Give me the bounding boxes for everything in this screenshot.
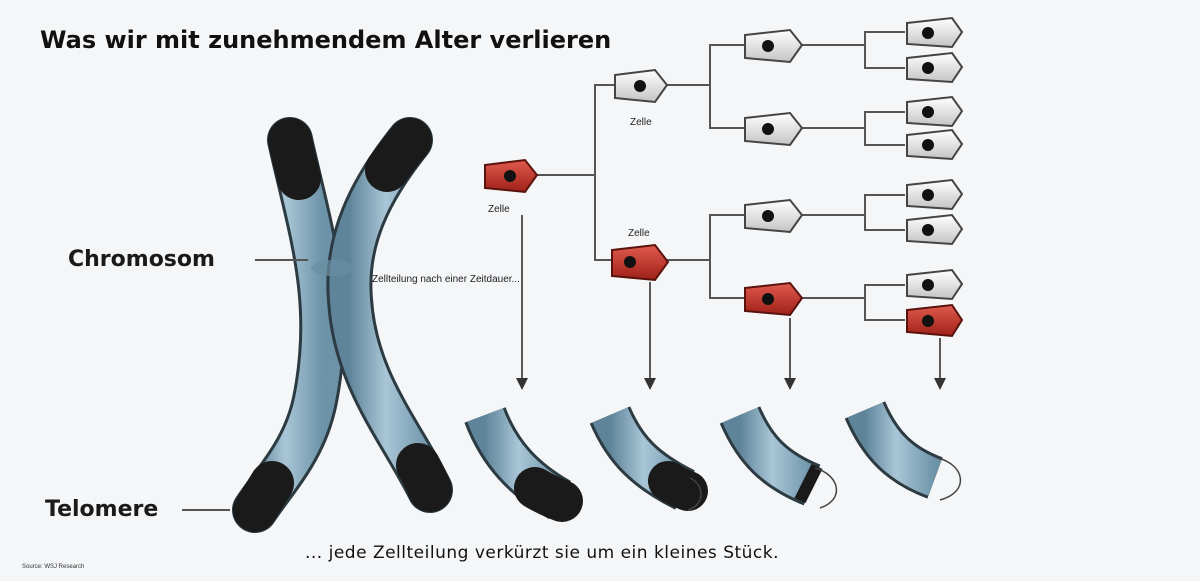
cell-label-lower: Zelle [628, 228, 650, 239]
telomere-label: Telomere [45, 497, 158, 522]
telomere-segment-2 [648, 461, 708, 511]
caption: ... jede Zellteilung verkürzt sie um ein… [305, 543, 779, 563]
chromatid-segment-1 [464, 406, 583, 522]
cell-level3-group [906, 16, 964, 338]
cell-white-level2-b [744, 111, 804, 147]
telomere-top-left [268, 118, 321, 200]
cell-red-root [484, 158, 539, 194]
cell-white-level1 [614, 68, 669, 104]
cell-red-level2 [744, 281, 804, 317]
cell-red-level1 [611, 243, 670, 282]
cell-red-level3 [906, 303, 964, 338]
chromatid-segment-4 [844, 400, 962, 501]
telomere-segment-1 [514, 467, 583, 522]
cell-white-level2-c [744, 198, 804, 234]
cell-division-tree [535, 31, 905, 321]
telomere-segment-3 [794, 463, 823, 504]
chromatid-segment-2 [589, 405, 708, 511]
chromosome [232, 117, 453, 533]
telomere-top-right [365, 118, 432, 192]
cell-label-upper: Zelle [630, 117, 652, 128]
chromosome-label: Chromosom [68, 247, 215, 272]
telomere-bottom-right [396, 443, 452, 512]
division-note: Zellteilung nach einer Zeitdauer... [372, 274, 520, 285]
telomere-bottom-left [233, 461, 294, 532]
chromatid-segment-3 [719, 405, 838, 509]
source-note: Source: WSJ Research [22, 564, 84, 570]
page-title: Was wir mit zunehmendem Alter verlieren [40, 26, 611, 54]
down-arrows [516, 215, 946, 390]
cell-label-root: Zelle [488, 204, 510, 215]
cell-white-level2-a [744, 28, 804, 64]
